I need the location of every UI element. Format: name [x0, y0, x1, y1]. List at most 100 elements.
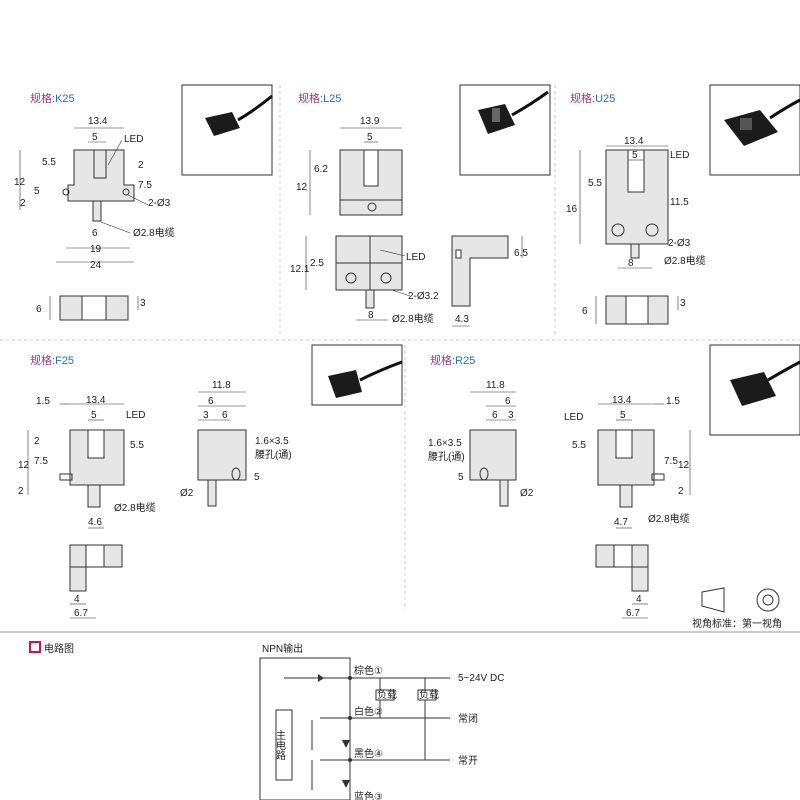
- dim-text: 腰孔(通): [255, 449, 292, 461]
- dim-text: 4.3: [455, 314, 469, 325]
- dim-text: 7.5: [34, 456, 48, 467]
- dim-text: Ø2: [520, 488, 534, 499]
- projection-symbol: [701, 587, 725, 613]
- dim-text: 6: [222, 410, 228, 421]
- dim-text: 5: [34, 186, 40, 197]
- dim-text: 5: [91, 410, 97, 421]
- dim-text: 腰孔(通): [428, 451, 465, 463]
- spec-label: 规格:F25: [30, 353, 74, 367]
- dim-text: 2-Ø3: [148, 198, 171, 209]
- dim-text: 6.2: [314, 164, 328, 175]
- spec-label: 规格:R25: [430, 353, 475, 367]
- dim-text: 12: [678, 460, 690, 471]
- spec-label: 规格:K25: [30, 91, 75, 105]
- circuit-title: 电路图: [44, 642, 74, 655]
- dim-text: 13.4: [88, 116, 108, 127]
- dim-text: 6.7: [626, 608, 640, 619]
- output-type: NPN输出: [262, 642, 303, 655]
- no-label: 常开: [458, 754, 478, 767]
- cable-label: Ø2.8电缆: [114, 501, 156, 514]
- dim-text: 12: [296, 182, 308, 193]
- cable-label: Ø2.8电缆: [392, 312, 434, 325]
- dim-text: 5.5: [588, 178, 602, 189]
- side-view: [197, 429, 247, 481]
- dim-text: 6: [505, 396, 511, 407]
- dim-text: 11.8: [212, 380, 231, 391]
- dim-text: 1.5: [36, 396, 50, 407]
- dim-text: 7.5: [138, 180, 152, 191]
- dim-text: 3: [680, 298, 686, 309]
- dim-text: 5: [620, 410, 626, 421]
- dim-text: 13.4: [86, 395, 106, 406]
- wire-black: 黑色④: [354, 747, 383, 760]
- dim-text: 1.6×3.5: [255, 436, 289, 447]
- cable-label: Ø2.8电缆: [133, 226, 175, 239]
- dim-text: Ø2: [180, 488, 194, 499]
- sensor-photo: [730, 372, 776, 406]
- dim-text: 4.7: [614, 517, 628, 528]
- dim-text: 2: [138, 160, 144, 171]
- dim-text: 13.4: [612, 395, 632, 406]
- dim-text: 13.4: [624, 136, 644, 147]
- dim-text: 16: [566, 204, 578, 215]
- dim-text: 6.5: [514, 248, 528, 259]
- section-l25: 规格:L25 13.9 5 6.2 12 12.1 2.5 LED 2-Ø3.2…: [290, 84, 551, 327]
- dim-text: 2: [20, 198, 26, 209]
- dim-text: 19: [90, 244, 102, 255]
- dim-text: 5: [458, 472, 464, 483]
- load-label: 负载: [419, 688, 439, 701]
- dim-text: 8: [628, 258, 634, 269]
- led-label: LED: [406, 252, 425, 263]
- dim-text: 6: [92, 228, 98, 239]
- dim-text: 13.9: [360, 116, 380, 127]
- circuit-box: [259, 657, 351, 800]
- led-label: LED: [564, 412, 583, 423]
- supply-label: 5~24V DC: [458, 673, 504, 684]
- dim-text: 6: [582, 306, 588, 317]
- section-f25: 规格:F25 1.5 13.4 5 LED 12 2 7.5 5.5 2 Ø2.…: [18, 344, 403, 619]
- spec-label: 规格:L25: [298, 91, 341, 105]
- led-label: LED: [124, 134, 143, 145]
- dim-text: 6.7: [74, 608, 88, 619]
- wire-white: 白色②: [354, 705, 383, 718]
- sensor-photo: [328, 370, 362, 398]
- view-standard: 视角标准：第一视角: [692, 617, 782, 630]
- dim-text: 12: [18, 460, 30, 471]
- dim-text: 4: [74, 594, 80, 605]
- section-k25: 规格:K25 13.4 5 LED 12 5.5 5 2 2 7.5 2-Ø3 …: [14, 84, 273, 321]
- dim-text: 11.5: [670, 197, 689, 208]
- led-label: LED: [126, 410, 145, 421]
- circuit-section: 电路图 NPN输出 主电路 负载 负载 棕色① 白色② 黑色④ 蓝色③ 5~24…: [29, 641, 504, 800]
- dim-text: 5: [254, 472, 260, 483]
- dim-text: 5.5: [572, 440, 586, 451]
- dim-text: 5: [632, 150, 638, 161]
- nc-label: 常闭: [458, 712, 478, 725]
- main-circuit-label: 主电路: [274, 730, 286, 761]
- dim-text: 2.5: [310, 258, 324, 269]
- load-label: 负载: [377, 688, 397, 701]
- wire-blue: 蓝色③: [354, 790, 383, 800]
- cable-label: Ø2.8电缆: [648, 512, 690, 525]
- dim-text: 3: [508, 410, 514, 421]
- dim-text: 6: [36, 304, 42, 315]
- dim-text: 6: [208, 396, 214, 407]
- section-u25: 规格:U25 13.4 5 LED 16 5.5 11.5 2-Ø3 8 Ø2.…: [566, 84, 800, 325]
- dim-text: 3: [140, 298, 146, 309]
- cable-label: Ø2.8电缆: [664, 254, 706, 267]
- dim-text: 5.5: [42, 157, 56, 168]
- side-view: [451, 235, 509, 307]
- dim-text: 3: [203, 410, 209, 421]
- dim-text: 2-Ø3.2: [408, 291, 439, 302]
- dim-text: 2-Ø3: [668, 238, 691, 249]
- sensor-photo: [205, 112, 240, 136]
- dim-text: 7.5: [664, 456, 678, 467]
- dim-text: 12: [14, 177, 26, 188]
- section-r25: 规格:R25 11.8 6 6 3 1.6×3.5 腰孔(通) 5 Ø2 13.…: [428, 344, 800, 630]
- dim-text: 8: [368, 310, 374, 321]
- section-marker-icon: [29, 641, 41, 653]
- dim-text: 5.5: [130, 440, 144, 451]
- dim-text: 5: [92, 132, 98, 143]
- dim-text: 5: [367, 132, 373, 143]
- dim-text: 1.5: [666, 396, 680, 407]
